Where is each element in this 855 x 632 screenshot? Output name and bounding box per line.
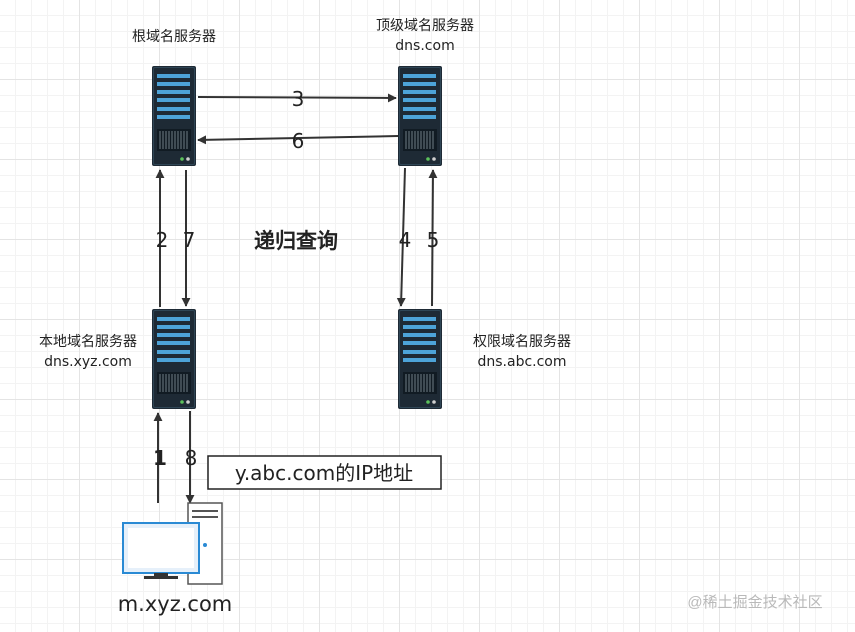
client-label: m.xyz.com [118, 592, 233, 616]
arrow-step-6 [197, 135, 399, 145]
step-1-label: 1 [153, 446, 167, 470]
tld-server-icon [397, 65, 443, 167]
arrow-step-5 [428, 169, 438, 307]
result-box-text: y.abc.com的IP地址 [235, 461, 413, 485]
root-server-icon [151, 65, 197, 167]
step-2-label: 2 [156, 228, 169, 252]
root-server-label: 根域名服务器 [132, 29, 216, 45]
step-3-label: 3 [292, 87, 305, 111]
local-server-domain: dns.xyz.com [44, 354, 132, 370]
watermark: @稀土掘金技术社区 [687, 594, 822, 611]
authoritative-server-icon [397, 308, 443, 410]
client-computer-icon [122, 502, 223, 585]
step-8-label: 8 [185, 446, 198, 470]
step-4-label: 4 [399, 228, 412, 252]
arrow-step-3 [197, 93, 397, 103]
tld-server-domain: dns.com [395, 38, 454, 54]
arrow-step-4 [396, 167, 406, 307]
diagram-title: 递归查询 [254, 229, 338, 253]
step-7-label: 7 [183, 228, 196, 252]
step-6-label: 6 [292, 129, 305, 153]
tld-server-label: 顶级域名服务器 [376, 18, 474, 34]
result-box [207, 455, 442, 490]
local-server-icon [151, 308, 197, 410]
local-server-label: 本地域名服务器 [39, 334, 137, 350]
authoritative-server-label: 权限域名服务器 [473, 334, 571, 350]
authoritative-server-domain: dns.abc.com [477, 354, 566, 370]
step-5-label: 5 [427, 228, 440, 252]
